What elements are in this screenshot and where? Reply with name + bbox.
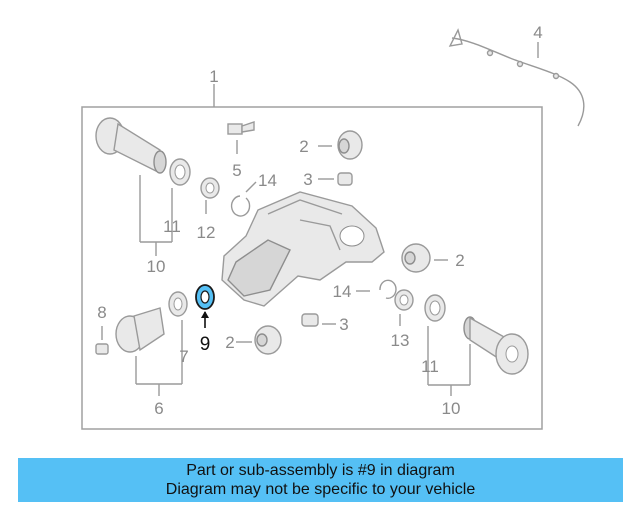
wiring-harness-4: 4 xyxy=(448,23,585,127)
callout-14-right: 14 xyxy=(333,282,352,301)
info-banner: Part or sub-assembly is #9 in diagram Di… xyxy=(18,458,623,502)
callout-1: 1 xyxy=(209,67,218,86)
callout-2-right: 2 xyxy=(455,251,464,270)
callout-5: 5 xyxy=(232,161,241,180)
differential-housing xyxy=(221,191,385,307)
seal-9 xyxy=(195,284,215,310)
callout-12: 12 xyxy=(197,223,216,242)
callout-9: 9 xyxy=(200,334,211,355)
flange-6 xyxy=(115,307,165,353)
callout-7: 7 xyxy=(179,347,188,366)
seal-11-right xyxy=(424,294,446,322)
bolt-8 xyxy=(95,343,109,355)
ring-13 xyxy=(394,289,414,311)
callout-10-left: 10 xyxy=(147,257,166,276)
bushing-2-bottom xyxy=(254,325,282,355)
assembly-frame xyxy=(81,106,543,430)
callout-2-top: 2 xyxy=(299,137,308,156)
banner-line-1: Part or sub-assembly is #9 in diagram xyxy=(186,462,455,479)
parts-diagram: 1 4 10 11 12 14 5 xyxy=(81,23,585,430)
callout-8: 8 xyxy=(97,303,106,322)
callout-11-right: 11 xyxy=(421,357,439,376)
callout-13: 13 xyxy=(391,331,410,350)
banner-line-2: Diagram may not be specific to your vehi… xyxy=(165,481,476,498)
ring-12 xyxy=(200,177,220,199)
callout-11-left: 11 xyxy=(163,217,181,236)
bolt-5 xyxy=(227,121,255,135)
callout-14-left: 14 xyxy=(258,171,277,190)
seal-7 xyxy=(168,291,188,317)
callout-3-top: 3 xyxy=(303,170,312,189)
plug-3-top xyxy=(337,172,353,186)
bushing-2-top xyxy=(337,130,363,160)
callout-10-right: 10 xyxy=(442,399,461,418)
plug-3-bottom xyxy=(301,313,319,327)
seal-11-left xyxy=(169,158,191,186)
callout-4: 4 xyxy=(533,23,542,42)
callout-3-bottom: 3 xyxy=(339,315,348,334)
callout-2-bottom: 2 xyxy=(225,333,234,352)
callout-6: 6 xyxy=(154,399,163,418)
circlip-14-right xyxy=(379,279,397,299)
bushing-2-right xyxy=(401,243,431,273)
output-shaft-right xyxy=(463,316,529,375)
output-flange-left xyxy=(95,117,167,174)
circlip-14-left xyxy=(230,195,251,217)
